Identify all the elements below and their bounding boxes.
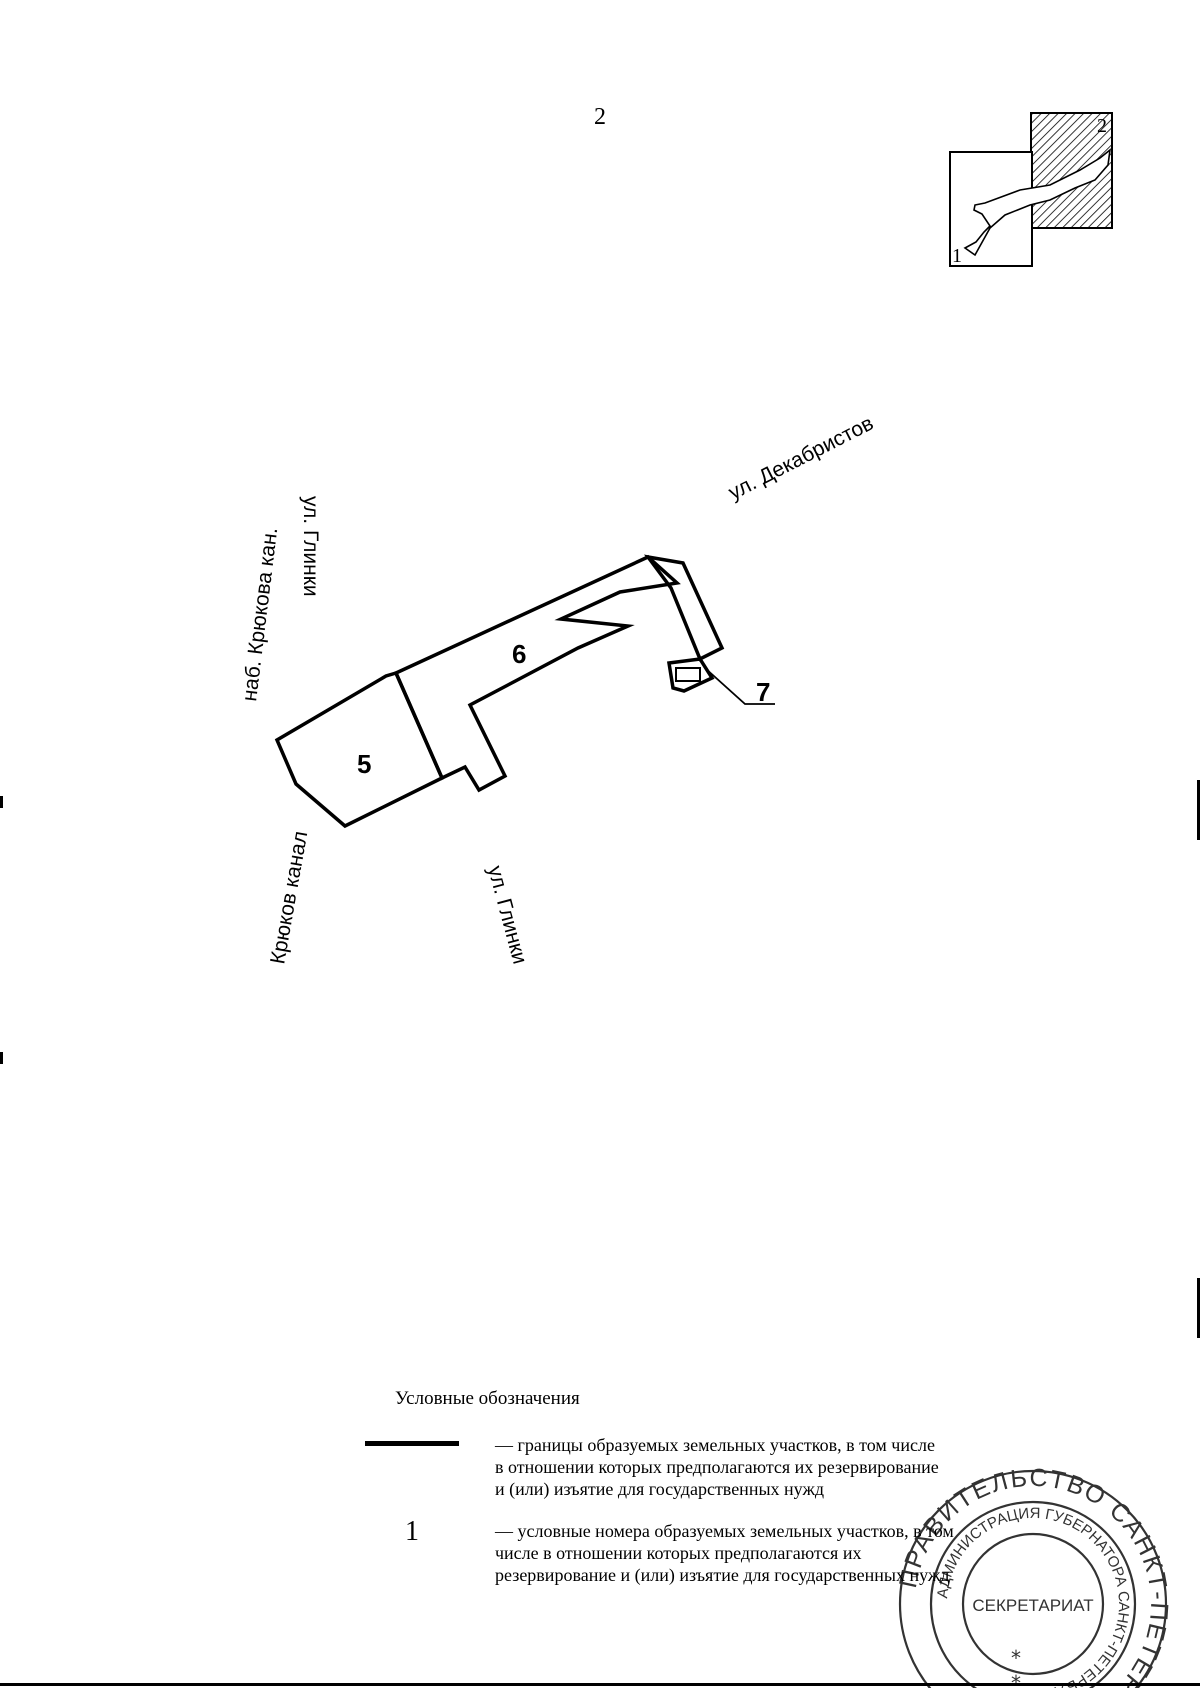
page-bottom-border [0,1683,1200,1686]
legend-boundary-line-symbol [365,1441,459,1446]
legend-number-description: — условные номера образуемых земельных у… [495,1521,954,1585]
street-label-dekabristov: ул. Декабристов [725,412,877,505]
left-margin-mark [0,1052,3,1064]
inset-label-2: 2 [1097,115,1107,137]
street-label-glinki-top: ул. Глинки [299,496,322,597]
parcel-label-7: 7 [756,677,770,707]
street-label-glinki-bottom: ул. Глинки [483,863,531,966]
inset-parcel-outline [963,148,1112,257]
inset-label-1: 1 [952,245,962,267]
parcel-label-5: 5 [357,749,371,779]
legend-title: Условные обозначения [395,1388,580,1409]
right-margin-mark [1197,1278,1200,1338]
seal-star-left: * [1011,1646,1021,1670]
legend-number-symbol: 1 [405,1516,419,1547]
parcel-6-boundary [393,554,681,793]
right-margin-mark [1197,780,1200,840]
parcel-6-east-arm [643,554,725,662]
parcel-label-6: 6 [512,639,526,669]
street-label-kryukov-kanal: Крюков канал [266,829,312,966]
land-parcels [274,554,725,829]
seal-center-text: СЕКРЕТАРИАТ [972,1596,1093,1615]
page-number: 2 [594,104,606,130]
parcel-7-boundary [666,657,715,693]
seal-star-right: * [1011,1671,1021,1688]
left-margin-mark [0,796,3,808]
parcel-7-inner [675,667,701,682]
street-label-nab-kryukova: наб. Крюкова кан. [238,526,282,702]
parcel-7-leader [704,667,775,705]
inset-key-map: 1 2 [949,112,1113,267]
legend-boundary-description: — границы образуемых земельных участков,… [495,1435,939,1499]
